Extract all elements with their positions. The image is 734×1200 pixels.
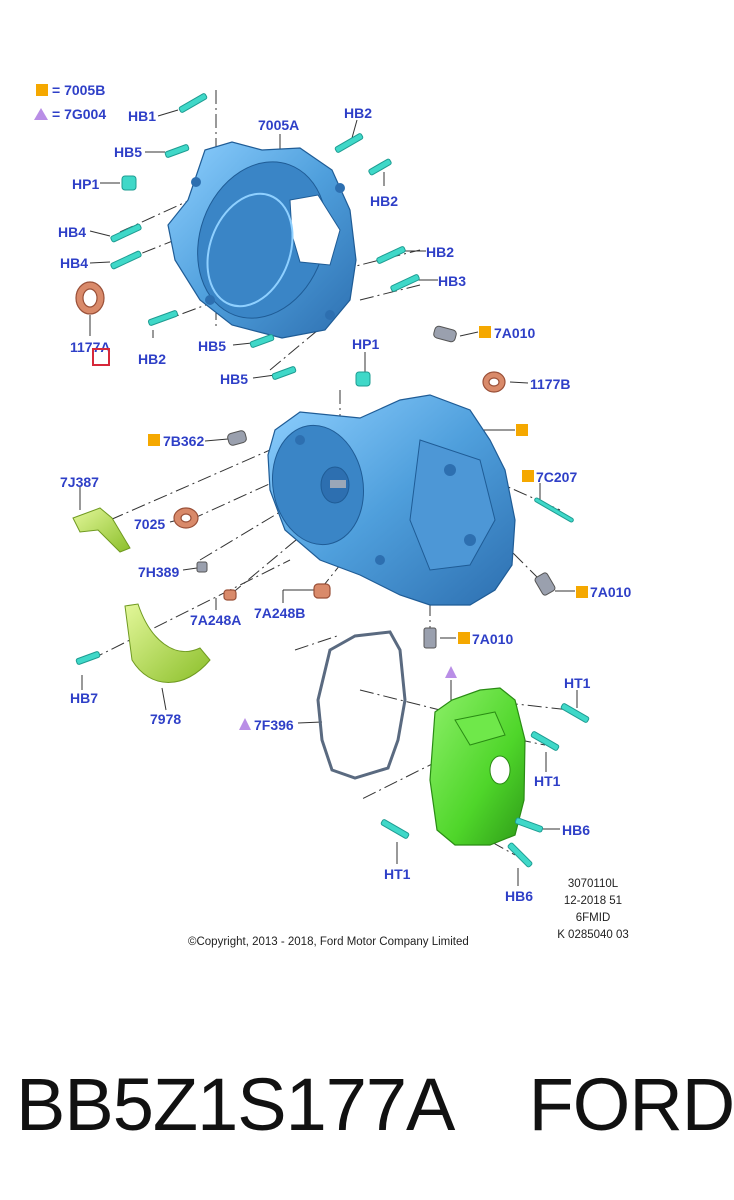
label-7a010-a: 7A010: [494, 325, 536, 341]
label-1177b: 1177B: [530, 376, 571, 392]
highlight-box: [92, 348, 110, 366]
label-hb4-a: HB4: [58, 224, 87, 240]
legend-square-text: = 7005B: [52, 82, 106, 98]
label-hb5-b: HB5: [198, 338, 227, 354]
label-1177a: 1177A: [70, 339, 111, 355]
side-cover: [429, 687, 526, 846]
seals: [75, 281, 506, 601]
label-7j387: 7J387: [60, 474, 99, 490]
code-line-2: 12-2018 51: [563, 895, 623, 907]
legend-triangle-text: = 7G004: [52, 106, 107, 122]
label-7a248b: 7A248B: [254, 605, 306, 621]
label-7h389: 7H389: [138, 564, 180, 580]
label-7b362: 7B362: [163, 433, 205, 449]
label-ht1-c: HT1: [384, 866, 411, 882]
exploded-parts-diagram: [72, 90, 590, 886]
label-ht1-a: HT1: [564, 675, 591, 691]
label-hb1: HB1: [128, 108, 157, 124]
baffle-7978: [124, 603, 211, 683]
label-ht1-b: HT1: [534, 773, 561, 789]
label-hb4-b: HB4: [60, 255, 89, 271]
diagram-code-block: 3070110L 12-2018 51 6FMID K 0285040 03: [548, 876, 638, 944]
legend-triangle: = 7G004: [34, 106, 106, 122]
legend-square: = 7005B: [36, 82, 105, 98]
label-7c207: 7C207: [536, 469, 578, 485]
bell-housing-7005a: [167, 141, 357, 339]
label-hp1-a: HP1: [72, 176, 100, 192]
square-marker-icon: [36, 84, 48, 96]
label-7a010-c: 7A010: [472, 631, 514, 647]
label-hb5-a: HB5: [114, 144, 143, 160]
markers: [148, 326, 588, 730]
label-hb6-a: HB6: [562, 822, 591, 838]
label-7978: 7978: [150, 711, 182, 727]
label-hb2-top: HB2: [344, 105, 373, 121]
transmission-case: [267, 394, 516, 606]
label-7a248a: 7A248A: [190, 612, 242, 628]
label-hb2-mid: HB2: [370, 193, 399, 209]
code-line-1: 3070110L: [567, 878, 619, 890]
label-7a010-b: 7A010: [590, 584, 632, 600]
label-7f396: 7F396: [254, 717, 294, 733]
label-hp1-b: HP1: [352, 336, 380, 352]
plugs: [196, 325, 556, 649]
part-number-title: BB5Z1S177A FORD: [16, 1063, 734, 1146]
bolts: [75, 93, 590, 868]
label-7025: 7025: [134, 516, 166, 532]
bracket-7j387: [72, 507, 131, 553]
gasket-7f396: [316, 630, 407, 780]
label-hb7: HB7: [70, 690, 99, 706]
label-hb5-c: HB5: [220, 371, 249, 387]
label-7005a: 7005A: [258, 117, 300, 133]
copyright-text: ©Copyright, 2013 - 2018, Ford Motor Comp…: [188, 936, 469, 948]
label-hb3: HB3: [438, 273, 467, 289]
code-line-3: 6FMID: [575, 912, 611, 924]
label-hb6-b: HB6: [505, 888, 534, 904]
label-hb2-right: HB2: [426, 244, 455, 260]
triangle-marker-icon: [34, 108, 48, 120]
label-hb2-left: HB2: [138, 351, 167, 367]
code-line-4: K 0285040 03: [557, 929, 629, 941]
